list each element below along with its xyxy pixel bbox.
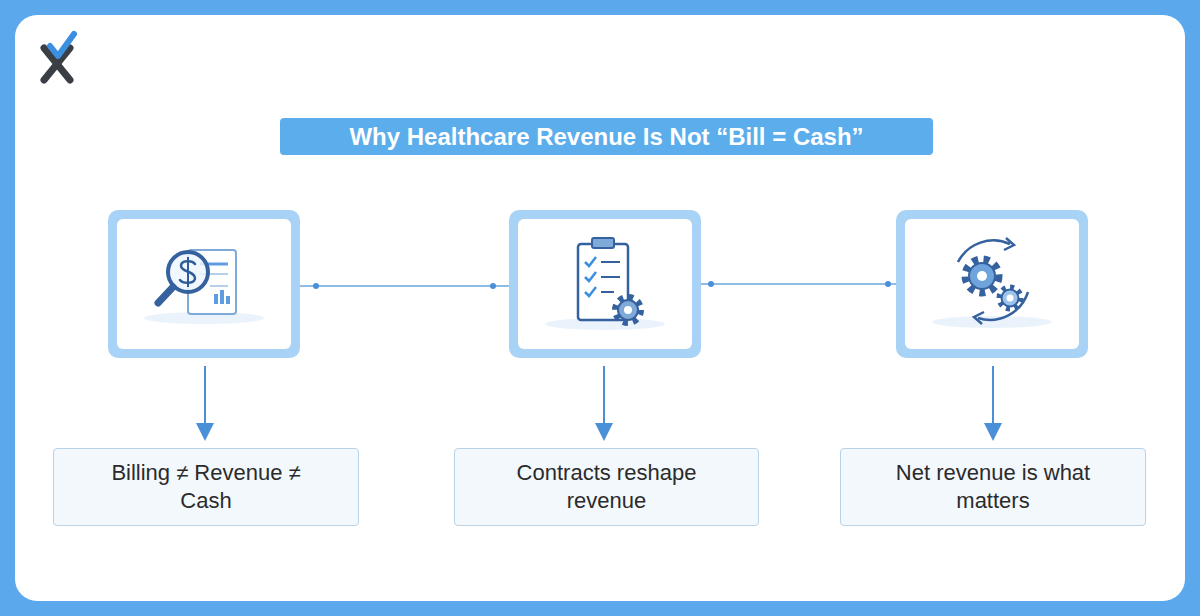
- check-mark: [585, 287, 596, 296]
- icon-frame: [896, 210, 1088, 358]
- brand-logo: [44, 34, 74, 80]
- gear-icon: [965, 259, 999, 293]
- text-box: Net revenue is what matters: [840, 448, 1146, 526]
- icon-frame: [509, 210, 701, 358]
- joining-line: [701, 283, 896, 285]
- icon-frame: [108, 210, 300, 358]
- bar-icon: [220, 290, 224, 304]
- joining-line: [300, 285, 509, 287]
- bar-icon: [214, 294, 218, 304]
- icon-panel: [117, 219, 291, 349]
- joining-line: [300, 281, 896, 289]
- check-mark: [585, 257, 596, 266]
- cycle-arrow: [1004, 238, 1014, 250]
- icon-shadow: [932, 316, 1052, 328]
- gear-hub: [977, 271, 987, 281]
- list-line: [601, 261, 620, 263]
- text-box: Contracts reshape revenue: [454, 448, 759, 526]
- icon-box: [108, 210, 300, 358]
- list-line: [601, 291, 614, 293]
- card-panel: [15, 15, 1185, 601]
- icon-panel: [518, 219, 692, 349]
- gear-hub: [624, 306, 632, 314]
- gear-icon: [999, 287, 1021, 309]
- down-arrow: [204, 366, 206, 432]
- check-mark: [585, 272, 596, 281]
- gear-hub: [1007, 295, 1014, 302]
- document-line: [210, 285, 228, 287]
- gear-icon: [969, 263, 995, 289]
- diagram-title: Why Healthcare Revenue Is Not “Bill = Ca…: [349, 123, 863, 151]
- bar-icon: [226, 296, 230, 304]
- text-box: Billing ≠ Revenue ≠ Cash: [53, 448, 359, 526]
- box-label: Billing ≠ Revenue ≠ Cash: [86, 459, 326, 515]
- dollar-symbol: [187, 257, 189, 287]
- cycle-arrow: [974, 312, 984, 324]
- icon-box: [509, 210, 701, 358]
- gear-icon: [1002, 290, 1019, 307]
- down-arrow: [992, 366, 994, 432]
- line-dot: [313, 283, 319, 289]
- icon-panel: [905, 219, 1079, 349]
- down-arrow: [603, 366, 605, 432]
- line-dot: [885, 281, 891, 287]
- line-dot: [708, 281, 714, 287]
- clipboard-clip: [592, 238, 614, 248]
- title-pill: Why Healthcare Revenue Is Not “Bill = Ca…: [280, 118, 933, 155]
- icon-box: [896, 210, 1088, 358]
- logo-check: [50, 34, 74, 56]
- gear-icon: [615, 297, 641, 323]
- magnifier-handle: [158, 287, 173, 303]
- gear-icon: [618, 300, 638, 320]
- box-label: Contracts reshape revenue: [487, 459, 727, 515]
- line-dot: [490, 283, 496, 289]
- down-arrow: [205, 366, 993, 432]
- list-line: [601, 276, 620, 278]
- box-label: Net revenue is what matters: [873, 459, 1113, 515]
